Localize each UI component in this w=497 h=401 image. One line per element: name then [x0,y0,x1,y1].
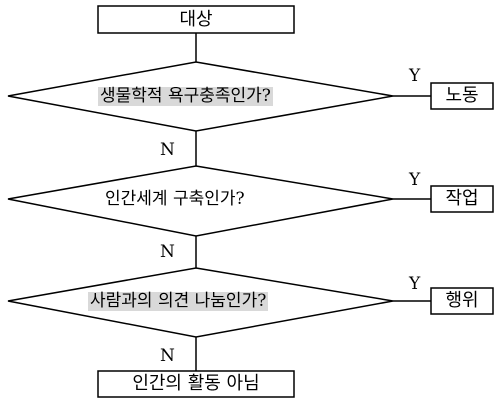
result-3-label: 행위 [445,290,479,311]
result-box-3 [430,287,494,315]
decision-3-question: 사람과의 의견 나눔인가? [88,291,269,311]
end-label: 인간의 활동 아님 [132,373,260,394]
yes-label-3: Y [409,274,421,294]
end-box [97,370,295,398]
result-box-1 [430,82,494,110]
start-label: 대상 [179,9,213,30]
yes-label-1: Y [409,66,421,86]
result-2-label: 작업 [445,188,479,209]
decision-1-question: 생물학적 욕구충족인가? [98,86,273,106]
result-box-2 [430,185,494,213]
decision-2-question: 인간세계 구축인가? [105,189,245,209]
no-label-2: N [160,242,175,262]
start-box [97,5,295,34]
yes-label-2: Y [409,170,421,190]
result-1-label: 노동 [445,85,479,106]
no-label-1: N [160,140,175,160]
no-label-3: N [160,346,175,366]
